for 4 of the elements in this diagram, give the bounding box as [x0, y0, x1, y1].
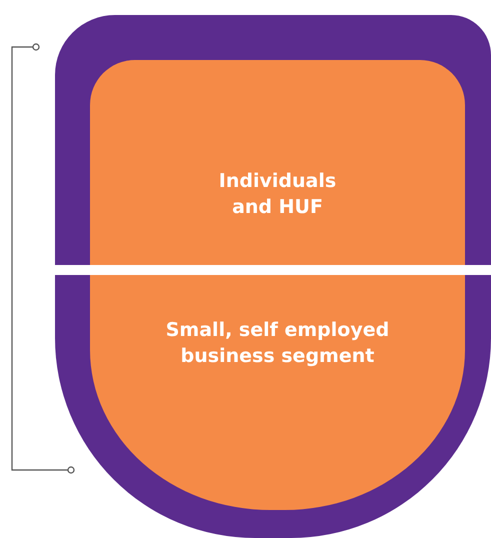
shield-shape — [55, 15, 491, 538]
segment-label: Individuals and HUF — [218, 169, 338, 220]
segment-panel — [90, 60, 465, 265]
segment-label: Small, self employed business segment — [164, 318, 390, 369]
